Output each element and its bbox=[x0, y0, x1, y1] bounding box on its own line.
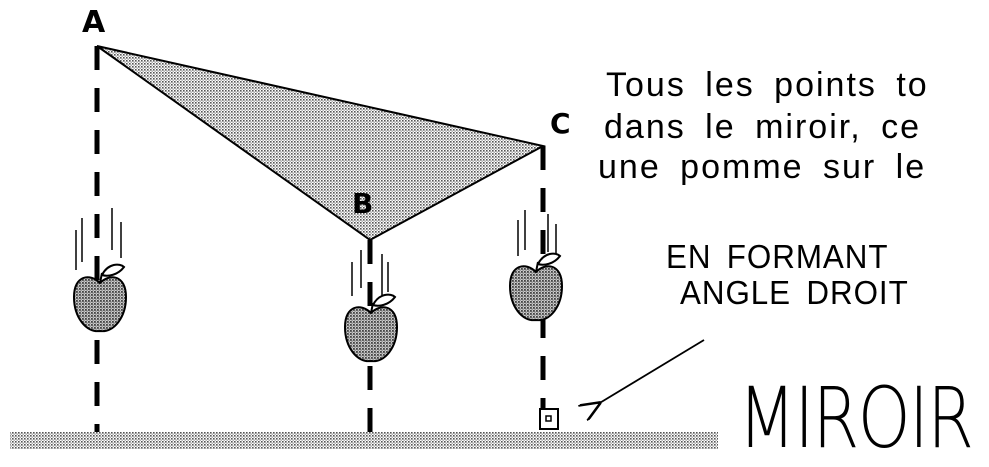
point-label-c: C bbox=[550, 107, 571, 140]
right-angle-marker-icon bbox=[539, 408, 559, 430]
point-label-b: B bbox=[352, 187, 374, 220]
mirror-label: MIROIR bbox=[738, 369, 974, 467]
caption-line-4: EN FORMANT bbox=[666, 238, 889, 275]
arrow-icon bbox=[598, 339, 705, 404]
apple-icon bbox=[343, 293, 399, 363]
triangle-abc bbox=[96, 45, 546, 242]
apple-icon bbox=[508, 252, 564, 322]
diagram-canvas bbox=[10, 45, 718, 449]
caption-line-2: dans le miroir, ce bbox=[604, 108, 921, 146]
caption-line-1: Tous les points to bbox=[606, 66, 929, 104]
apple-icon bbox=[72, 263, 128, 333]
caption-line-3: une pomme sur le bbox=[598, 148, 927, 186]
motion-lines bbox=[75, 208, 557, 296]
point-label-a: A bbox=[82, 5, 106, 40]
mirror-surface bbox=[10, 432, 718, 449]
caption-line-5: ANGLE DROIT bbox=[680, 274, 909, 311]
